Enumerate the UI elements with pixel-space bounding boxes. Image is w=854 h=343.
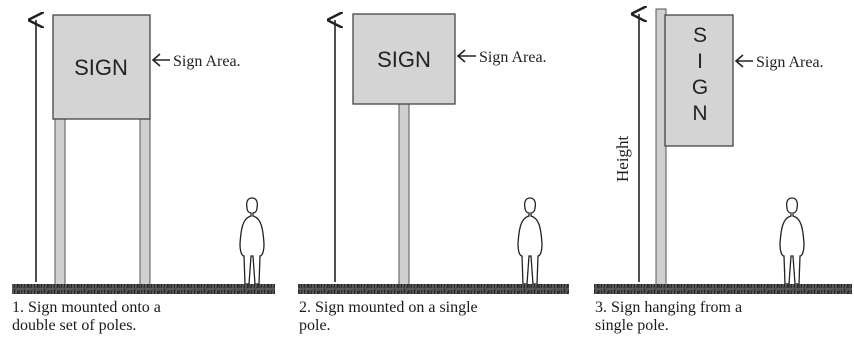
ground-3 (594, 284, 852, 294)
ground-1 (12, 284, 275, 294)
panel-1-double-poles: SIGN Sign Area. (12, 15, 275, 294)
person-silhouette-icon (240, 198, 264, 284)
sign-letter-s: S (693, 24, 707, 47)
sign-letter-n: N (692, 102, 707, 125)
caption-1-line-1: 1. Sign mounted onto a (12, 299, 161, 317)
caption-2-line-2: pole. (299, 317, 478, 335)
person-silhouette-icon (780, 198, 804, 284)
person-silhouette-icon (518, 198, 542, 284)
sign-area-label-3: Sign Area. (756, 54, 824, 71)
caption-panel-1: 1. Sign mounted onto a double set of pol… (12, 299, 161, 335)
sign-area-label-2: Sign Area. (479, 49, 547, 66)
left-pole (55, 118, 65, 288)
caption-panel-3: 3. Sign hanging from a single pole. (595, 299, 742, 335)
caption-panel-2: 2. Sign mounted on a single pole. (299, 299, 478, 335)
single-pole (399, 104, 409, 288)
sign-text-2: SIGN (377, 47, 431, 72)
height-label: Height (613, 135, 632, 182)
left-arrow-icon (458, 50, 476, 62)
right-pole (140, 118, 150, 288)
left-arrow-icon (153, 54, 170, 66)
sign-letter-i: I (697, 50, 703, 73)
sign-area-label-1: Sign Area. (173, 53, 241, 70)
panel-2-single-pole: SIGN Sign Area. (298, 14, 569, 294)
ground-2 (298, 284, 569, 294)
caption-3-line-2: single pole. (595, 317, 742, 335)
caption-3-line-1: 3. Sign hanging from a (595, 299, 742, 317)
panel-3-hanging-sign: Height S I G N Sign Area. (594, 9, 852, 294)
left-arrow-icon (736, 55, 753, 67)
caption-2-line-1: 2. Sign mounted on a single (299, 299, 478, 317)
sign-text-1: SIGN (74, 55, 128, 80)
caption-1-line-2: double set of poles. (12, 317, 161, 335)
sign-letter-g: G (692, 76, 708, 99)
